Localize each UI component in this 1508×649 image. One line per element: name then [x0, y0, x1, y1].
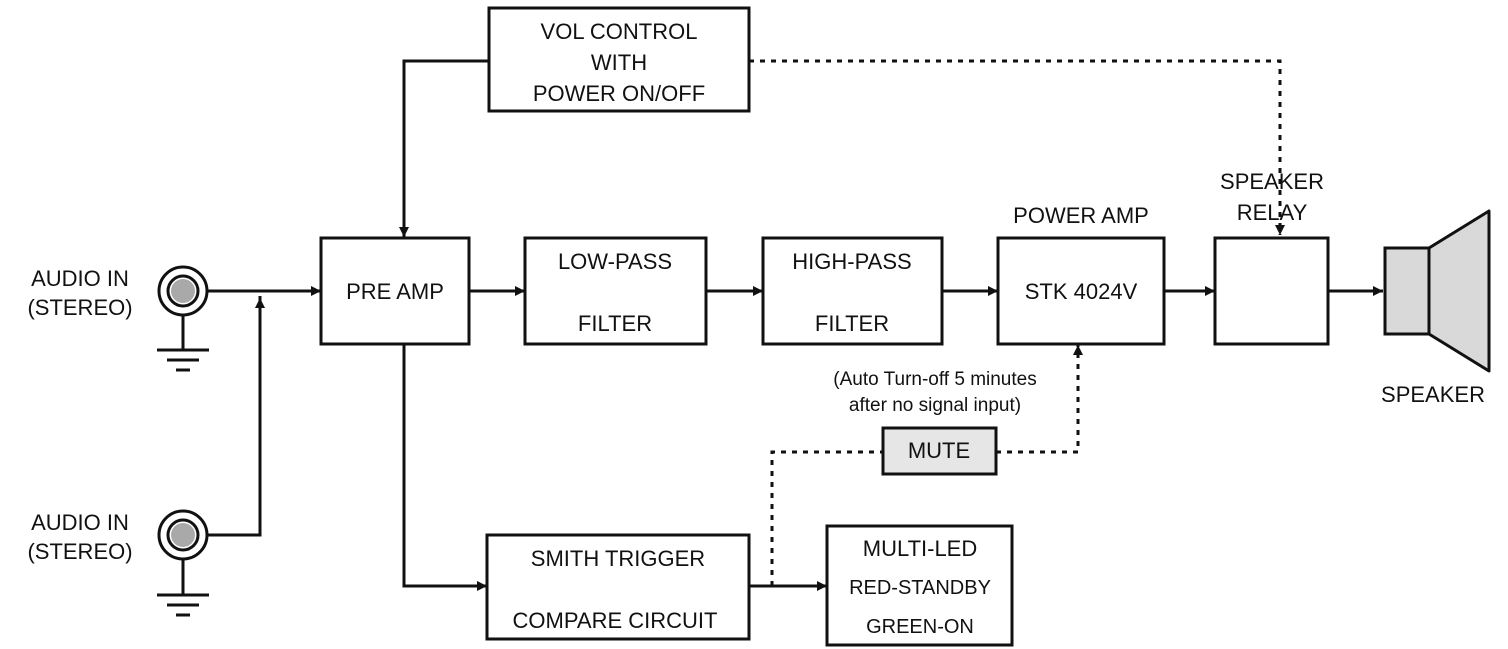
speaker-relay-label: SPEAKER: [1220, 169, 1324, 194]
multi-led-label: MULTI-LED: [863, 536, 978, 561]
vol-control-block: VOL CONTROL WITH POWER ON/OFF: [487, 6, 751, 113]
high-pass-label: HIGH-PASS: [792, 249, 911, 274]
ground-icon: [157, 593, 209, 617]
power-amp-model: STK 4024V: [1025, 279, 1138, 304]
multi-led-block: MULTI-LED RED-STANDBY GREEN-ON: [825, 524, 1014, 647]
mute-label: MUTE: [908, 438, 970, 463]
speaker-label: SPEAKER: [1381, 382, 1485, 407]
audio-input-2: AUDIO IN (STEREO): [27, 509, 209, 617]
power-amp-title: POWER AMP: [1013, 203, 1149, 228]
speaker: SPEAKER: [1381, 209, 1491, 407]
vol-control-label: VOL CONTROL: [541, 19, 698, 44]
audio-input-1: AUDIO IN (STEREO): [27, 265, 209, 372]
low-pass-label: LOW-PASS: [558, 249, 672, 274]
auto-turn-off-line-1: (Auto Turn-off 5 minutes: [833, 369, 1036, 390]
low-pass-filter-block: LOW-PASS FILTER: [523, 236, 708, 346]
audio-in-stereo-label: (STEREO): [27, 539, 132, 564]
pre-amp-block: PRE AMP: [319, 236, 471, 346]
auto-turn-off-line-2: after no signal input): [849, 395, 1021, 416]
speaker-icon: [1383, 209, 1491, 373]
audio-in-label: AUDIO IN: [31, 266, 129, 291]
ground-icon: [157, 348, 209, 372]
audio-in-label: AUDIO IN: [31, 510, 129, 535]
power-amp-block: POWER AMP STK 4024V: [996, 203, 1166, 346]
vol-control-with-label: WITH: [591, 50, 647, 75]
speaker-relay-label-2: RELAY: [1237, 200, 1308, 225]
high-pass-filter-label: FILTER: [815, 311, 889, 336]
signal-wires: [207, 59, 1383, 591]
low-pass-filter-label: FILTER: [578, 311, 652, 336]
control-lines: [749, 59, 1285, 586]
green-on-label: GREEN-ON: [866, 616, 974, 638]
compare-circuit-label: COMPARE CIRCUIT: [513, 608, 718, 633]
vol-control-power-label: POWER ON/OFF: [533, 81, 705, 106]
mute-block: MUTE: [881, 426, 998, 476]
smith-trigger-block: SMITH TRIGGER COMPARE CIRCUIT: [485, 533, 751, 641]
auto-turn-off-note: (Auto Turn-off 5 minutes after no signal…: [833, 369, 1036, 416]
pre-amp-label: PRE AMP: [346, 279, 444, 304]
smith-trigger-label: SMITH TRIGGER: [531, 546, 705, 571]
speaker-relay-block: SPEAKER RELAY: [1213, 169, 1330, 346]
audio-in-stereo-label: (STEREO): [27, 295, 132, 320]
red-standby-label: RED-STANDBY: [849, 577, 991, 599]
high-pass-filter-block: HIGH-PASS FILTER: [761, 236, 944, 346]
